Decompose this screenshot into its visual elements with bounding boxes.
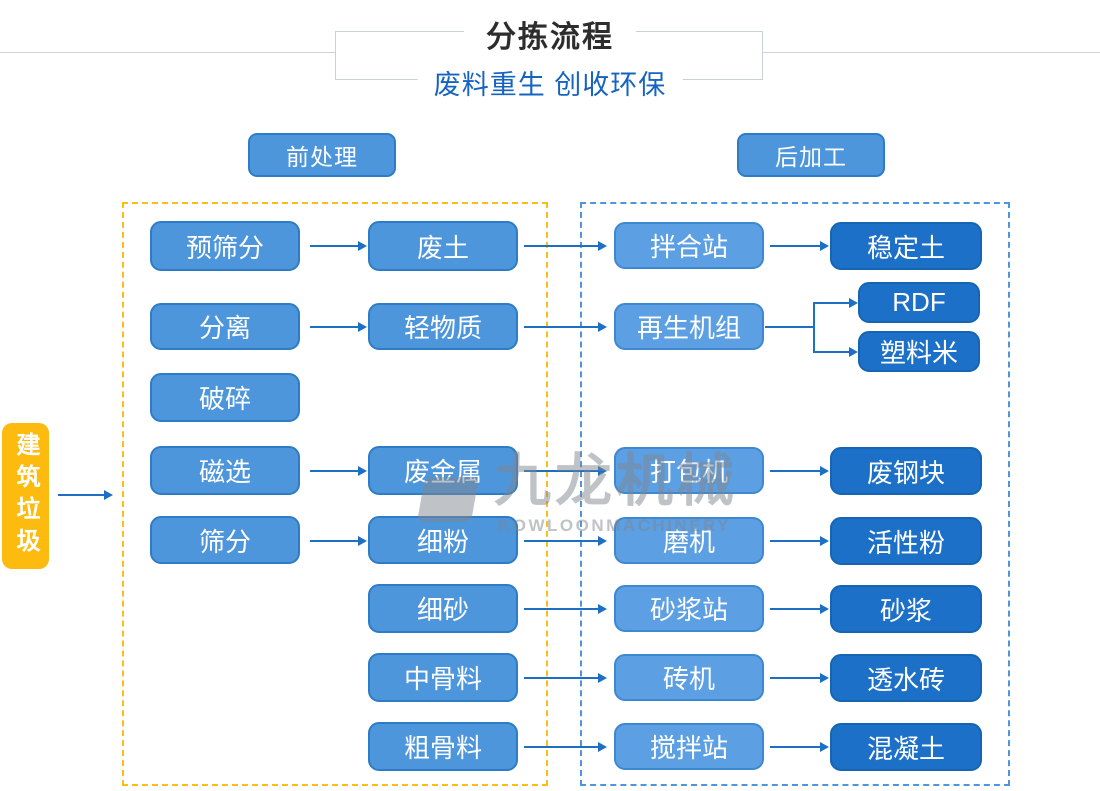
flow-node-baler: 打包机 bbox=[614, 447, 764, 494]
flow-arrow bbox=[524, 322, 607, 332]
flow-arrow bbox=[58, 490, 113, 500]
flow-arrow bbox=[770, 466, 829, 476]
flow-node-fine-powder: 细粉 bbox=[368, 516, 518, 564]
flow-arrow bbox=[814, 298, 858, 308]
flow-node-screening: 筛分 bbox=[150, 516, 300, 564]
post-processing-dashed-frame bbox=[580, 202, 1010, 786]
section-label-post-processing: 后加工 bbox=[737, 133, 885, 177]
flow-connector-line bbox=[765, 326, 814, 328]
flow-arrow bbox=[524, 466, 607, 476]
flow-arrow bbox=[770, 536, 829, 546]
section-label-pre-processing: 前处理 bbox=[248, 133, 396, 177]
flow-arrow bbox=[770, 673, 829, 683]
flow-arrow bbox=[524, 241, 607, 251]
flow-node-stabilized-soil: 稳定土 bbox=[830, 222, 982, 270]
flow-node-mill: 磨机 bbox=[614, 517, 764, 564]
flow-arrow bbox=[310, 241, 367, 251]
flow-node-brick-machine: 砖机 bbox=[614, 654, 764, 701]
flow-node-mortar: 砂浆 bbox=[830, 585, 982, 633]
flow-arrow bbox=[814, 347, 858, 357]
flow-arrow bbox=[310, 466, 367, 476]
flow-arrow bbox=[770, 604, 829, 614]
flow-arrow bbox=[524, 536, 607, 546]
flow-node-magnetic-separation: 磁选 bbox=[150, 446, 300, 495]
flow-arrow bbox=[524, 604, 607, 614]
flow-node-mixing-plant: 拌合站 bbox=[614, 222, 764, 269]
flow-connector-line bbox=[813, 302, 815, 353]
flow-arrow bbox=[310, 536, 367, 546]
flow-node-active-powder: 活性粉 bbox=[830, 517, 982, 565]
flow-arrow bbox=[524, 673, 607, 683]
flow-node-mortar-station: 砂浆站 bbox=[614, 585, 764, 632]
flow-node-medium-aggregate: 中骨料 bbox=[368, 653, 518, 702]
flow-node-separation: 分离 bbox=[150, 303, 300, 350]
pre-processing-dashed-frame bbox=[122, 202, 548, 786]
flow-node-waste-soil: 废土 bbox=[368, 221, 518, 271]
flow-node-pre-screening: 预筛分 bbox=[150, 221, 300, 271]
flow-node-plastic-pellets: 塑料米 bbox=[858, 331, 980, 372]
flow-arrow bbox=[770, 742, 829, 752]
flow-node-rdf: RDF bbox=[858, 282, 980, 323]
flow-node-light-material: 轻物质 bbox=[368, 303, 518, 350]
flow-node-scrap-steel: 废钢块 bbox=[830, 447, 982, 495]
page-title: 分拣流程 bbox=[464, 19, 636, 57]
flow-node-coarse-aggregate: 粗骨料 bbox=[368, 722, 518, 771]
flow-arrow bbox=[770, 241, 829, 251]
flow-node-crushing: 破碎 bbox=[150, 373, 300, 422]
flow-node-regeneration-unit: 再生机组 bbox=[614, 303, 764, 350]
flow-node-mixing-station: 搅拌站 bbox=[614, 723, 764, 770]
flow-node-fine-sand: 细砂 bbox=[368, 584, 518, 633]
flow-arrow bbox=[310, 322, 367, 332]
page-subtitle: 废料重生 创收环保 bbox=[417, 67, 683, 103]
flow-node-scrap-metal: 废金属 bbox=[368, 446, 518, 495]
source-construction-waste: 建筑垃圾 bbox=[2, 423, 49, 569]
flow-node-concrete: 混凝土 bbox=[830, 723, 982, 771]
flow-arrow bbox=[524, 742, 607, 752]
flow-node-permeable-brick: 透水砖 bbox=[830, 654, 982, 702]
